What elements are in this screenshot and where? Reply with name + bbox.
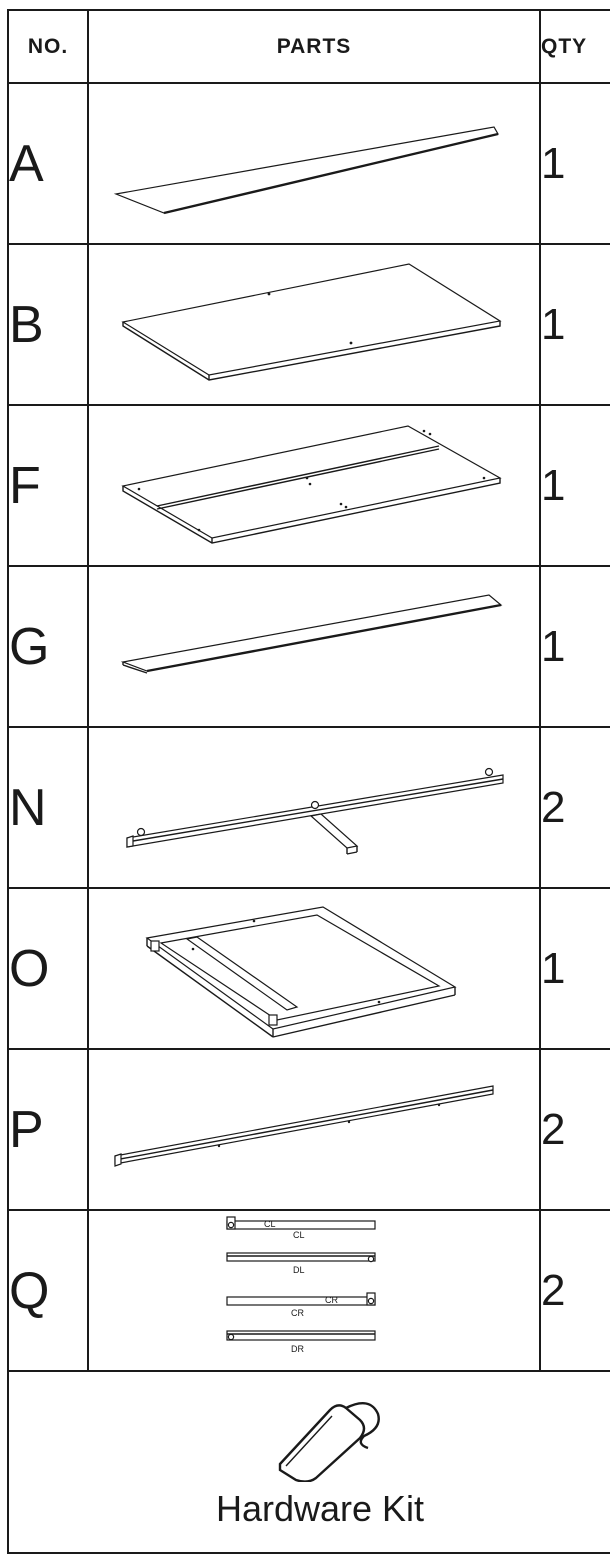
hardware-bag-icon: [278, 1402, 380, 1482]
part-qty: 1: [539, 887, 610, 1050]
slide-label: CL: [293, 1230, 305, 1240]
part-letter: N: [7, 726, 89, 889]
table-row: F 1: [7, 404, 610, 567]
table-row: N 2: [7, 726, 610, 889]
slide-label: DR: [291, 1344, 304, 1354]
slide-dl-icon: DL: [226, 1252, 376, 1275]
part-letter: O: [7, 887, 89, 1050]
panel-a-icon: [113, 126, 499, 215]
part-letter: F: [7, 404, 89, 567]
table-row: P 2: [7, 1048, 610, 1211]
part-qty: 1: [539, 404, 610, 567]
slide-label: CR: [291, 1308, 304, 1318]
part-qty: 2: [539, 726, 610, 889]
part-drawing-cell: CL CL DL CR CR: [87, 1209, 541, 1372]
slide-cl-icon: CL CL: [226, 1216, 376, 1240]
part-drawing-cell: [87, 887, 541, 1050]
part-drawing-cell: [87, 565, 541, 728]
part-letter: P: [7, 1048, 89, 1211]
rail-p-icon: [114, 1085, 494, 1167]
slide-label: CR: [325, 1295, 338, 1305]
rail-n-icon: [126, 767, 504, 855]
part-drawing-cell: [87, 404, 541, 567]
hardware-kit-label: Hardware Kit: [215, 1488, 425, 1529]
slide-label: DL: [293, 1265, 305, 1275]
part-drawing-cell: [87, 726, 541, 889]
slide-label: CL: [264, 1219, 276, 1229]
part-drawing-cell: [87, 243, 541, 406]
table-row: A 1: [7, 82, 610, 245]
panel-b-icon: [121, 263, 502, 381]
part-letter: Q: [7, 1209, 89, 1372]
part-drawing-cell: [87, 82, 541, 245]
part-qty: 1: [539, 243, 610, 406]
hardware-row: Hardware Kit: [7, 1370, 610, 1554]
header-no: NO.: [7, 9, 89, 84]
part-letter: A: [7, 82, 89, 245]
part-letter: G: [7, 565, 89, 728]
slide-dr-icon: DR: [226, 1330, 376, 1354]
slide-cr-icon: CR CR: [226, 1292, 376, 1318]
header-qty: QTY: [539, 9, 610, 84]
drawer-slides-icon: CL CL DL CR CR: [226, 1216, 376, 1354]
panel-f-icon: [121, 425, 502, 544]
table-row: G 1: [7, 565, 610, 728]
hardware-cell: Hardware Kit: [7, 1370, 610, 1554]
table-header-row: NO. PARTS QTY: [7, 9, 610, 84]
table-row: B 1: [7, 243, 610, 406]
part-qty: 2: [539, 1209, 610, 1372]
table-row: Q CL CL DL: [7, 1209, 610, 1372]
parts-table: NO. PARTS QTY A 1 B 1 F: [7, 9, 610, 1554]
frame-o-icon: [145, 906, 457, 1038]
part-qty: 1: [539, 82, 610, 245]
part-drawing-cell: [87, 1048, 541, 1211]
part-letter: B: [7, 243, 89, 406]
part-qty: 1: [539, 565, 610, 728]
header-parts: PARTS: [87, 9, 541, 84]
part-qty: 2: [539, 1048, 610, 1211]
table-row: O 1: [7, 887, 610, 1050]
panel-g-icon: [120, 594, 503, 674]
